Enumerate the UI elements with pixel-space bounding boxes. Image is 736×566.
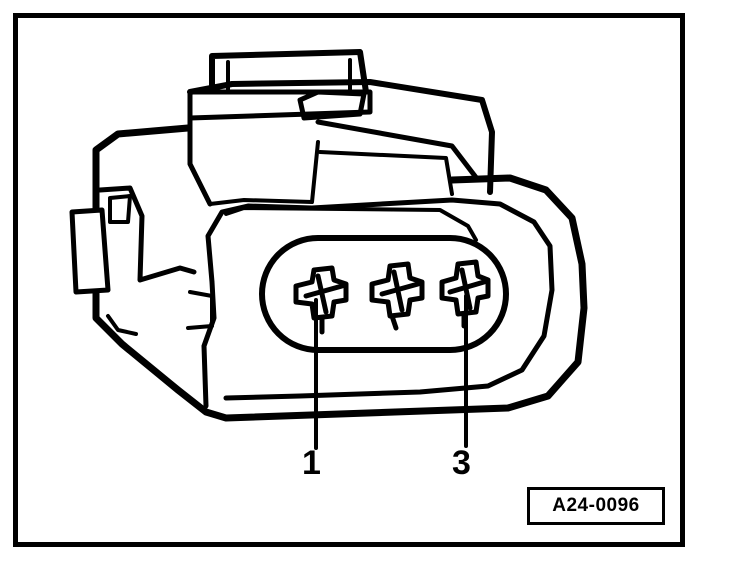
side-latch — [69, 185, 214, 336]
housing-inner-contour — [201, 197, 555, 409]
pin-label-3: 3 — [452, 444, 471, 482]
reference-code: A24-0096 — [552, 495, 640, 516]
reference-code-box: A24-0096 — [527, 487, 665, 525]
pin-label-1: 1 — [302, 444, 321, 482]
terminal-1 — [293, 265, 349, 335]
housing-top — [187, 79, 495, 207]
terminal-2 — [369, 261, 425, 331]
housing-shell — [92, 124, 588, 422]
insert-face — [224, 206, 478, 242]
